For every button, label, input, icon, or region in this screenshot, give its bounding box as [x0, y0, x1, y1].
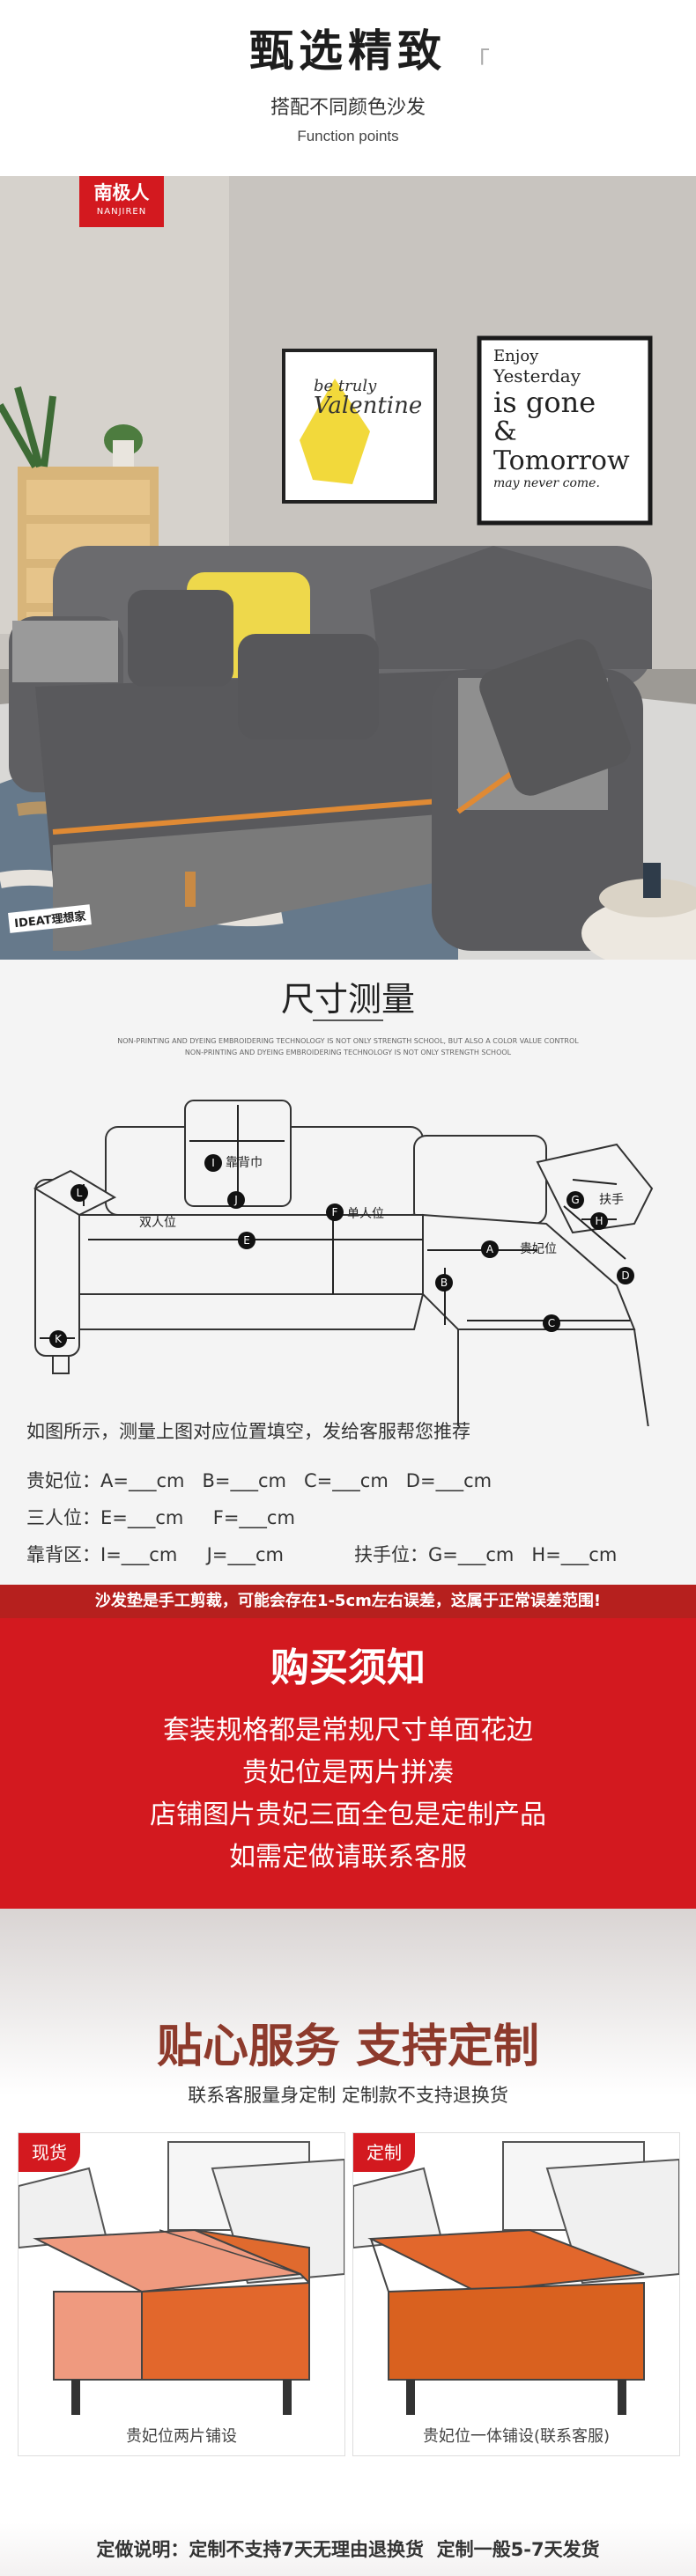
brand-logo-en: NANJIREN	[96, 207, 147, 217]
fine-print-2: NON-PRINTING AND DYEING EMBROIDERING TEC…	[184, 1049, 512, 1056]
marker-d: D	[617, 1266, 634, 1284]
page-english-subtitle: Function points	[297, 128, 399, 144]
service-subtitle: 联系客服量身定制 定制款不支持退换货	[188, 2085, 508, 2106]
notice-title: 购买须知	[270, 1645, 426, 1690]
product-photo: 南极人 NANJIREN be truly Valentine Enjoy Ye…	[0, 176, 696, 960]
label-chaise: 贵妃位	[520, 1242, 557, 1256]
label-armrest: 扶手	[599, 1193, 624, 1207]
marker-j: J	[227, 1190, 245, 1209]
poster-word-and: &	[493, 416, 517, 447]
marker-c: C	[543, 1314, 560, 1332]
purchase-notice-section: 购买须知 套装规格都是常规尺寸单面花边 贵妃位是两片拼凑 店铺图片贵妃三面全包是…	[0, 1618, 696, 1909]
stock-option-card: 现货 贵妃位两片铺设	[18, 2132, 345, 2456]
poster-word-yesterday: Yesterday	[493, 365, 581, 386]
measure-instruction: 如图所示，测量上图对应位置填空，发给客服帮您推荐	[26, 1421, 470, 1442]
service-title: 贴心服务 支持定制	[156, 2020, 540, 2073]
stock-caption: 贵妃位两片铺设	[126, 2427, 237, 2446]
page-subtitle: 搭配不同颜色沙发	[270, 97, 426, 119]
poster-tomorrow: Enjoy Yesterday is gone & Tomorrow may n…	[493, 347, 643, 490]
chaise-fields: 贵妃位：A=___cm B=___cm C=___cm D=___cm	[26, 1470, 492, 1491]
three-seat-fields: 三人位：E=___cm F=___cm	[26, 1507, 295, 1528]
marker-k: K	[49, 1329, 67, 1348]
notice-line-1: 套装规格都是常规尺寸单面花边	[163, 1715, 533, 1746]
poster-word-enjoy: Enjoy	[493, 347, 539, 365]
size-title-underline	[313, 1019, 383, 1021]
poster-word-is-gone: is gone	[493, 386, 596, 419]
custom-tag: 定制	[353, 2133, 415, 2172]
marker-l: L	[70, 1183, 88, 1202]
armrest-fields: 扶手位：G=___cm H=___cm	[354, 1544, 618, 1565]
notice-line-4: 如需定做请联系客服	[229, 1842, 467, 1873]
custom-service-section: 贴心服务 支持定制 联系客服量身定制 定制款不支持退换货 现货 贵妃位两片铺设	[0, 1909, 696, 2576]
custom-option-card: 定制 贵妃位一体铺设(联系客服)	[352, 2132, 680, 2456]
poster-word-tomorrow: Tomorrow	[493, 445, 630, 476]
label-single-seat: 单人位	[347, 1207, 384, 1221]
fine-print-1: NON-PRINTING AND DYEING EMBROIDERING TEC…	[117, 1037, 579, 1045]
marker-h: H	[590, 1211, 608, 1230]
marker-f: F	[326, 1203, 344, 1221]
label-back-towel: 靠背巾	[226, 1156, 263, 1170]
bracket-mark: 「	[465, 47, 491, 76]
notice-line-3: 店铺图片贵妃三面全包是定制产品	[150, 1800, 546, 1830]
brand-logo: 南极人 NANJIREN	[79, 176, 164, 227]
custom-footer-note: 定做说明：定制不支持7天无理由退换货 定制一般5-7天发货	[96, 2539, 600, 2560]
brand-logo-cn: 南极人	[93, 182, 150, 203]
two-piece-chaise-illustration	[18, 2141, 345, 2415]
poster-line-1: be truly	[314, 377, 377, 395]
stock-tag: 现货	[19, 2133, 80, 2172]
poster-valentine: be truly Valentine	[314, 377, 423, 419]
poster-word-may-never: may never come.	[493, 476, 600, 490]
marker-i: I	[204, 1153, 222, 1172]
custom-caption: 贵妃位一体铺设(联系客服)	[422, 2427, 611, 2446]
marker-b: B	[435, 1273, 453, 1292]
sofa-measure-diagram	[33, 1100, 654, 1426]
back-fields: 靠背区：I=___cm J=___cm	[26, 1544, 284, 1565]
label-two-seat: 双人位	[139, 1216, 176, 1230]
poster-line-2: Valentine	[314, 393, 423, 419]
size-title: 尺寸测量	[280, 980, 415, 1019]
page-title: 甄选精致	[249, 25, 447, 77]
error-notice-text: 沙发垫是手工剪裁，可能会存在1-5cm左右误差，这属于正常误差范围!	[94, 1592, 602, 1610]
sofa-scene-illustration	[0, 176, 696, 960]
marker-g: G	[566, 1190, 584, 1209]
error-notice-banner: 沙发垫是手工剪裁，可能会存在1-5cm左右误差，这属于正常误差范围!	[0, 1585, 696, 1618]
marker-a: A	[481, 1240, 499, 1258]
notice-line-2: 贵妃位是两片拼凑	[242, 1757, 454, 1788]
marker-e: E	[238, 1231, 255, 1249]
size-measure-section: 尺寸测量 NON-PRINTING AND DYEING EMBROIDERIN…	[0, 960, 696, 1585]
header-section: 甄选精致 「 搭配不同颜色沙发 Function points	[0, 0, 696, 176]
one-piece-chaise-illustration	[352, 2141, 680, 2415]
